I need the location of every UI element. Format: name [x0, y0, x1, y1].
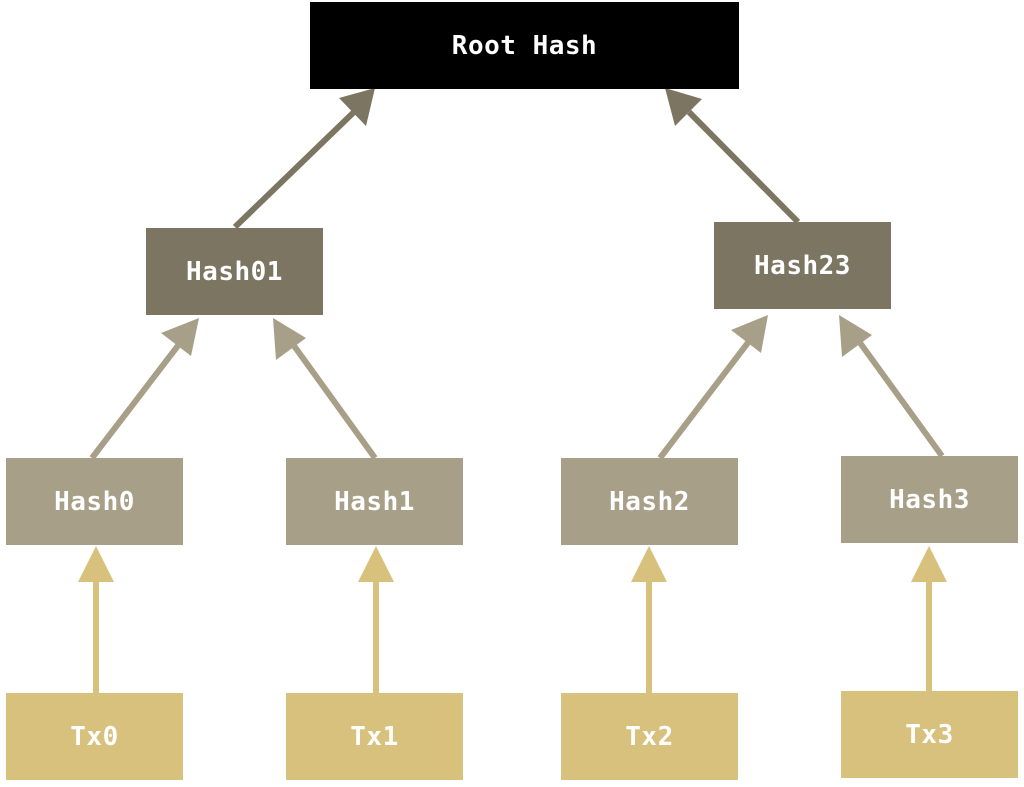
hash3-label: Hash3: [889, 484, 970, 515]
hash1-node: Hash1: [286, 458, 463, 545]
hash1-label: Hash1: [334, 486, 415, 517]
arrowhead-hash1: [358, 546, 394, 582]
arrowhead-hash01-left: [161, 318, 199, 356]
arrowhead-hash3: [911, 546, 947, 582]
arrow-hash01-to-root: [232, 109, 357, 230]
hash0-node: Hash0: [6, 458, 183, 545]
hash2-label: Hash2: [609, 486, 690, 517]
hash01-node: Hash01: [146, 228, 323, 315]
tx0-label: Tx0: [70, 721, 119, 752]
arrowhead-root-right: [665, 88, 702, 126]
arrow-hash2-to-hash23: [657, 338, 753, 460]
root-hash-label: Root Hash: [451, 30, 598, 61]
arrowhead-root-left: [339, 88, 375, 126]
arrow-hash0-to-hash01: [89, 341, 183, 460]
arrow-hash3-to-hash23: [855, 338, 945, 458]
arrowhead-hash23-right: [839, 315, 872, 357]
arrow-hash23-to-root: [686, 109, 801, 225]
hash2-node: Hash2: [561, 458, 738, 545]
tx2-node: Tx2: [561, 693, 738, 780]
tx1-label: Tx1: [350, 721, 399, 752]
arrowhead-hash23-left: [731, 315, 768, 353]
tx1-node: Tx1: [286, 693, 463, 780]
root-hash-node: Root Hash: [310, 2, 739, 89]
hash3-node: Hash3: [841, 456, 1018, 543]
hash01-label: Hash01: [186, 256, 283, 287]
arrow-hash1-to-hash01: [289, 341, 378, 460]
hash23-node: Hash23: [714, 222, 891, 309]
arrowhead-hash01-right: [273, 318, 306, 360]
hash0-label: Hash0: [54, 486, 135, 517]
arrowhead-hash2: [631, 546, 667, 582]
tx2-label: Tx2: [625, 721, 674, 752]
arrowhead-hash0: [78, 546, 114, 582]
tx3-label: Tx3: [905, 719, 954, 750]
tx0-node: Tx0: [6, 693, 183, 780]
hash23-label: Hash23: [754, 250, 851, 281]
tx3-node: Tx3: [841, 691, 1018, 778]
